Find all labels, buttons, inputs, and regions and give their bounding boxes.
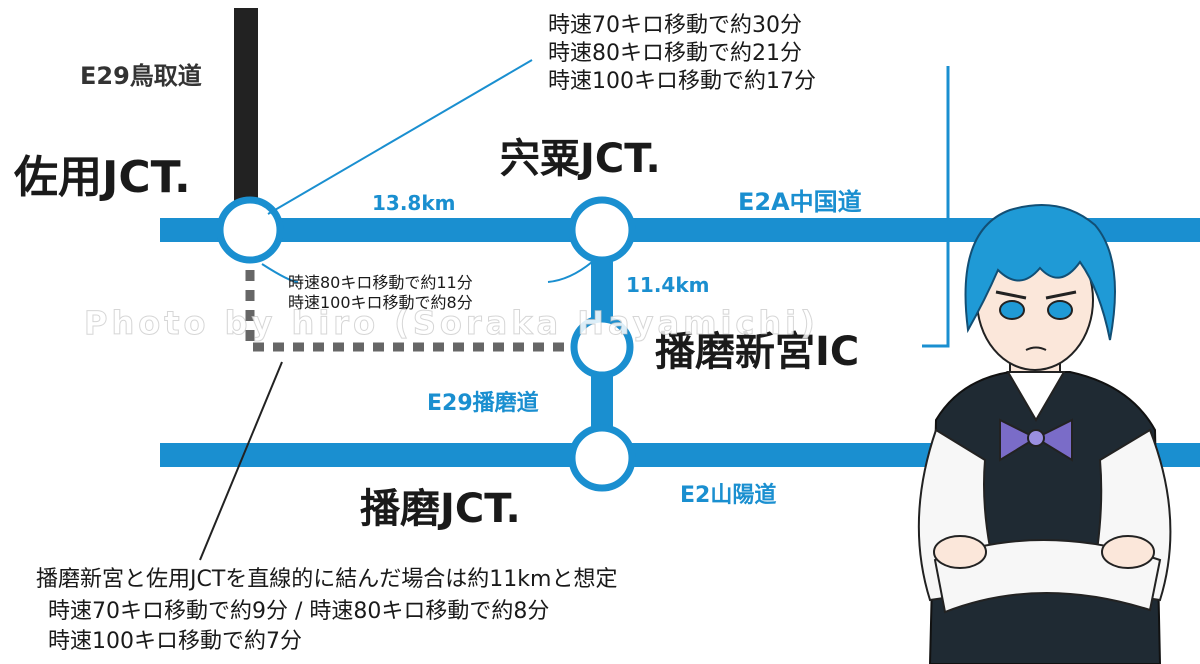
top-callout-line-2: 時速80キロ移動で約21分 — [548, 41, 802, 66]
distance-sayo-shiso: 13.8km — [372, 191, 456, 215]
harima-shingu-marker — [570, 315, 634, 379]
bottom-callout-line-2: 時速70キロ移動で約9分 / 時速80キロ移動で約8分 — [48, 599, 549, 624]
top-callout-line-3: 時速100キロ移動で約17分 — [548, 69, 816, 94]
top-callout-line-1: 時速70キロ移動で約30分 — [548, 13, 802, 38]
harima-shingu-label: 播磨新宮IC — [655, 329, 859, 375]
assumed-route-dotted — [245, 270, 575, 352]
sayo-jct-marker — [216, 196, 284, 264]
distance-shiso-shingu: 11.4km — [626, 273, 710, 297]
ic-label-leader — [922, 66, 950, 348]
harima-road-label: E29播磨道 — [427, 390, 539, 416]
sayo-jct-label: 佐用JCT. — [13, 152, 191, 203]
bottom-callout-line-1: 播磨新宮と佐用JCTを直線的に結んだ場合は約11kmと想定 — [36, 567, 617, 592]
watermark-text: Photo by hiro (Soraka Hayamichi) — [84, 304, 819, 342]
character-illustration — [917, 204, 1172, 664]
chugoku-road-label: E2A中国道 — [738, 188, 862, 216]
shiso-jct-label: 宍粟JCT. — [500, 136, 661, 182]
sanyo-road-label: E2山陽道 — [680, 482, 776, 508]
middle-callout-line-2: 時速100キロ移動で約8分 — [288, 293, 473, 312]
harima-jct-label: 播磨JCT. — [360, 486, 521, 532]
middle-callout-line-1: 時速80キロ移動で約11分 — [288, 273, 473, 292]
bottom-callout-leader — [199, 361, 283, 561]
top-callout-leader — [267, 59, 533, 215]
harima-jct-marker — [568, 424, 636, 492]
bottom-callout-line-3: 時速100キロ移動で約7分 — [48, 629, 302, 654]
tottori-road-label: E29鳥取道 — [80, 62, 202, 90]
shiso-jct-marker — [568, 196, 636, 264]
tottori-road-line — [234, 8, 258, 204]
middle-callout-leader — [261, 261, 593, 283]
